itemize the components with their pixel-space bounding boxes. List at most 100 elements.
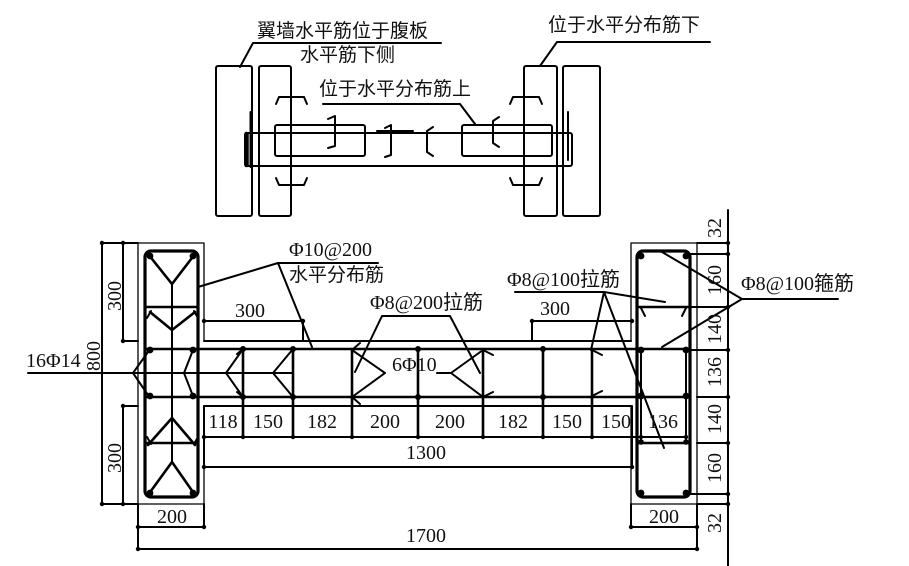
web-tie-hooks (236, 342, 603, 405)
bottom-dim-ticks (135, 524, 700, 552)
dimensions: 800 300 300 300 300 118 (83, 209, 731, 566)
leader-above-note (322, 103, 476, 125)
web-rebar (415, 394, 421, 400)
dim-right-stack: 136 (704, 357, 726, 387)
stirrup-label: Φ8@100箍筋 (741, 272, 854, 295)
left-flange-tie-v1 (146, 252, 197, 286)
web-flange-dim-lines (203, 320, 633, 342)
dim-right-stack: 160 (704, 453, 726, 483)
left-dim-ticks (99, 240, 126, 507)
dim-spacing: 150 (253, 411, 283, 433)
rebar-dots (146, 252, 690, 497)
dim-tick (201, 434, 207, 440)
left-flange-tie-v3 (146, 416, 197, 447)
dim-right-stack: 160 (704, 265, 726, 295)
horizontal-bar-leader (197, 262, 379, 348)
web-rebar (415, 346, 421, 352)
dim-spacing: 136 (648, 411, 678, 433)
dim-tick (415, 434, 421, 440)
dim-tick (725, 347, 731, 353)
dim-tick (725, 240, 731, 246)
web-bar-leader-right (436, 349, 484, 398)
below-note: 位于水平分布筋下 (548, 14, 700, 36)
left-flange-inner-bar (258, 65, 292, 217)
dim-tick (99, 501, 105, 507)
dim-web-length: 1300 (406, 442, 446, 464)
rebar (682, 346, 690, 354)
chevron-2 (183, 349, 194, 397)
rebar-small (638, 439, 644, 445)
web-bar-leader-left (351, 349, 386, 398)
web-rebar (240, 346, 246, 352)
web-vertical-bars (241, 347, 594, 439)
boundary-bars-label: 16Φ14 (26, 350, 81, 372)
dim-tick (480, 434, 486, 440)
rebar (146, 346, 154, 354)
left-flange-hooks (146, 310, 199, 445)
rebar (682, 392, 690, 400)
web-horizontal-bar (244, 132, 573, 167)
dim-tick (120, 338, 126, 344)
right-flange-hooks (640, 307, 687, 317)
dim-right-stack: 32 (704, 513, 726, 533)
tie-hook-4 (492, 116, 500, 148)
web-tie-label: Φ8@200拉筋 (370, 291, 483, 314)
dim-tick (638, 434, 644, 440)
dim-web-flange-right: 300 (540, 298, 570, 320)
dim-tick (120, 501, 126, 507)
leader-below-note (539, 41, 711, 67)
hook-bottom-right (509, 177, 543, 186)
dim-flange-width-right: 200 (649, 506, 679, 528)
rebar (189, 392, 197, 400)
above-note: 位于水平分布筋上 (319, 78, 471, 100)
flange-tie-label: Φ8@100拉筋 (507, 268, 620, 291)
rebar-small (683, 439, 689, 445)
dim-tick (120, 403, 126, 409)
web-rebar (540, 394, 546, 400)
section-view: Φ10@200 水平分布筋 Φ8@200拉筋 Φ8@100拉筋 Φ8@100箍筋… (26, 239, 854, 505)
bar-spacing-ticks (201, 434, 689, 470)
dim-web-flange-left: 300 (235, 300, 265, 322)
dim-spacing: 182 (307, 411, 337, 433)
dim-tick (540, 434, 546, 440)
dim-tick (725, 440, 731, 446)
dim-tick (589, 434, 595, 440)
dim-tick (725, 304, 731, 310)
dim-left-total: 800 (83, 341, 105, 371)
dim-flange-width-left: 200 (157, 506, 187, 528)
dim-tick (683, 434, 689, 440)
dim-tick (300, 318, 306, 324)
left-flange-tie-v2 (148, 310, 197, 332)
dim-tick (529, 318, 535, 324)
dim-tick (135, 546, 141, 552)
tie-hook-1 (327, 115, 336, 149)
dim-spacing: 150 (552, 411, 582, 433)
dim-right-stack: 140 (704, 404, 726, 434)
dim-tick (725, 491, 731, 497)
right-dim-ticks (725, 240, 731, 507)
dim-tick (629, 464, 635, 470)
rebar (637, 346, 645, 354)
dim-tick (201, 524, 207, 530)
dim-left-top: 300 (104, 281, 126, 311)
dim-tick (629, 318, 635, 324)
left-dim-lines (101, 242, 139, 505)
hook-top-right (509, 96, 543, 105)
right-flange-outer-bar (562, 65, 601, 217)
web-rebar (540, 346, 546, 352)
dim-total-length: 1700 (406, 525, 446, 547)
left-flange-outer-bar (215, 65, 253, 217)
chevron-1 (132, 351, 149, 396)
web-rebar (290, 394, 296, 400)
dim-tick (201, 464, 207, 470)
rebar (637, 252, 645, 260)
web-flange-dim-ticks (201, 318, 635, 324)
dim-tick (725, 394, 731, 400)
dim-tick (694, 546, 700, 552)
dim-right-stack: 140 (704, 314, 726, 344)
rebar (637, 489, 645, 497)
dim-left-bottom: 300 (104, 443, 126, 473)
horizontal-bar-name: 水平分布筋 (289, 264, 384, 286)
left-flange-tie-v4 (146, 460, 197, 497)
